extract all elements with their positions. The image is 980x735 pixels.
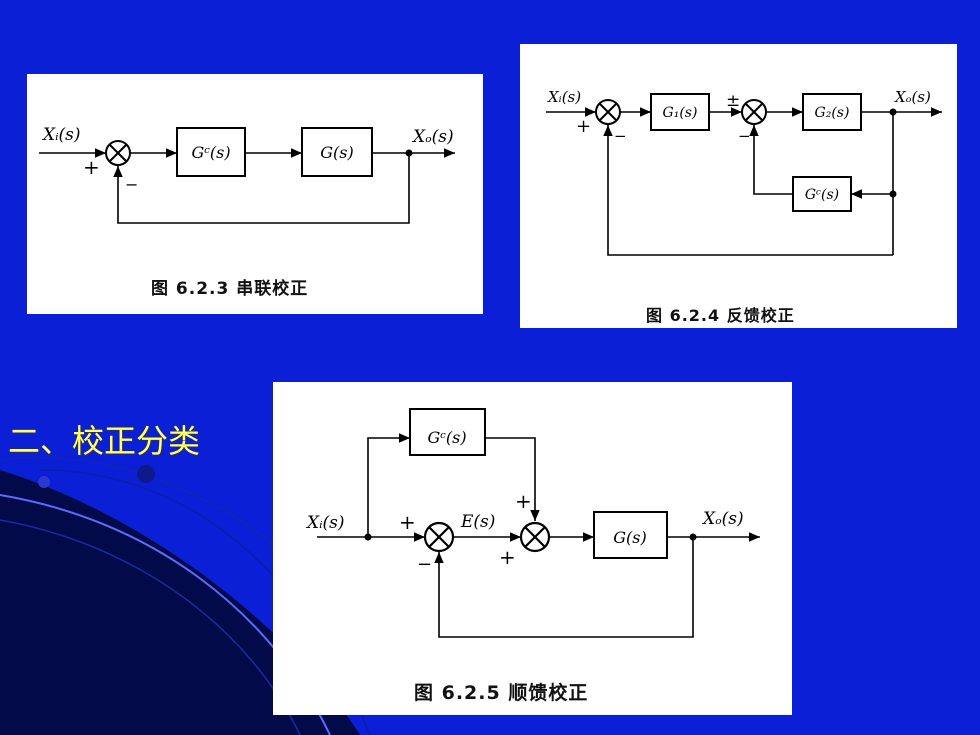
minus-sign: − <box>614 127 627 145</box>
feedforward-block-label: Gᶜ(s) <box>427 428 466 447</box>
minus-sign: − <box>125 175 138 194</box>
output-label: Xₒ(s) <box>701 509 744 529</box>
input-label: Xᵢ(s) <box>41 125 81 145</box>
feedforward-block-gc <box>409 408 486 456</box>
feedforward-out <box>485 437 540 521</box>
block-g2 <box>802 93 862 131</box>
feedback-block-label: Gᶜ(s) <box>805 187 839 203</box>
feedforward-in <box>367 433 410 537</box>
decor-dot <box>38 476 50 488</box>
plant-label: G(s) <box>320 143 353 162</box>
block-g1-label: G₁(s) <box>663 105 698 121</box>
minus-sign: − <box>417 554 432 575</box>
output-label: Xₒ(s) <box>411 127 454 147</box>
summing-junction-2 <box>519 521 551 553</box>
plus-sign: + <box>515 489 532 513</box>
figure-feedback-correction: Xᵢ(s) Xₒ(s) G₁(s) G₂(s) Gᶜ(s) + − ± − 图 … <box>520 44 957 328</box>
main-feedback-path <box>603 124 893 256</box>
controller-block <box>176 127 246 177</box>
minus-sign: − <box>738 127 751 145</box>
feedback-path <box>113 153 410 224</box>
plant-block <box>593 511 668 559</box>
figure-caption: 图 6.2.3 串联校正 <box>151 279 309 299</box>
feedback-diagram: Xᵢ(s) Xₒ(s) G₁(s) G₂(s) Gᶜ(s) + − ± − <box>546 88 942 256</box>
input-label: Xᵢ(s) <box>305 513 345 533</box>
summing-junction-2 <box>741 99 767 125</box>
summing-junction-1 <box>595 99 621 125</box>
plus-sign: + <box>499 545 516 569</box>
feedback-path <box>434 537 694 638</box>
plus-sign: + <box>83 155 100 179</box>
summing-junction-1 <box>423 521 455 553</box>
output-label: Xₒ(s) <box>894 88 931 106</box>
figure-series-correction: Xᵢ(s) Xₒ(s) Gᶜ(s) G(s) + − 图 6.2.3 串联校正 <box>27 74 483 314</box>
section-heading: 二、校正分类 <box>8 422 201 460</box>
figure-caption: 图 6.2.5 顺馈校正 <box>414 682 589 704</box>
figure-feedforward-correction: Xᵢ(s) Xₒ(s) E(s) Gᶜ(s) G(s) + − + + 图 6.… <box>273 382 792 715</box>
plus-sign: + <box>576 116 591 137</box>
block-g2-label: G₂(s) <box>815 105 850 121</box>
plant-block <box>301 127 373 177</box>
local-feedback-out <box>749 124 793 195</box>
series-diagram: Xᵢ(s) Xₒ(s) Gᶜ(s) G(s) + − <box>39 125 455 224</box>
controller-label: Gᶜ(s) <box>191 143 230 162</box>
summing-junction <box>105 140 131 166</box>
figure-caption: 图 6.2.4 反馈校正 <box>646 306 795 325</box>
input-label: Xᵢ(s) <box>547 88 581 106</box>
plus-minus-sign: ± <box>726 91 740 111</box>
decor-dot <box>137 465 155 483</box>
feedforward-diagram: Xᵢ(s) Xₒ(s) E(s) Gᶜ(s) G(s) + − + + <box>305 408 760 638</box>
plant-label: G(s) <box>613 528 646 547</box>
error-label: E(s) <box>460 512 495 532</box>
plus-sign: + <box>399 510 416 534</box>
